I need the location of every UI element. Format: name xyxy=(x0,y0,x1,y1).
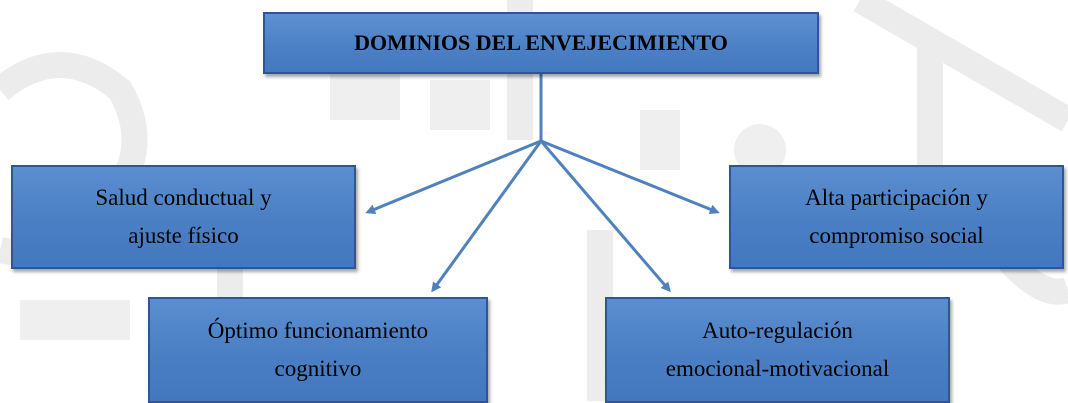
connector-to-salud xyxy=(365,139,542,214)
diagram-title-box: DOMINIOS DEL ENVEJECIMIENTO xyxy=(263,12,819,74)
node-alta-participacion: Alta participación y compromiso social xyxy=(729,165,1064,269)
node-optimo-funcionamiento: Óptimo funcionamiento cognitivo xyxy=(148,297,488,403)
node-salud-conductual: Salud conductual y ajuste físico xyxy=(11,165,356,269)
connector-to-alta xyxy=(540,139,720,215)
diagram-title: DOMINIOS DEL ENVEJECIMIENTO xyxy=(354,30,728,55)
node-auto-regulacion: Auto-regulación emocional-motivacional xyxy=(605,297,950,403)
node-auto-label: Auto-regulación emocional-motivacional xyxy=(665,318,890,381)
node-optimo-label: Óptimo funcionamiento cognitivo xyxy=(207,318,429,381)
connector-to-optimo xyxy=(431,140,543,293)
node-salud-label: Salud conductual y ajuste físico xyxy=(95,185,272,248)
node-alta-label: Alta participación y compromiso social xyxy=(805,185,988,248)
connector-to-auto xyxy=(539,140,671,293)
